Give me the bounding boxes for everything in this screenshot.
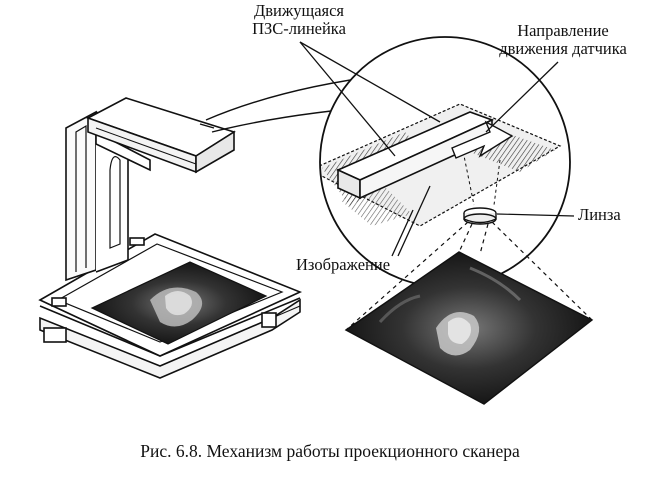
lens-leader-line — [496, 213, 575, 217]
lens-label: Линза — [578, 205, 621, 224]
label-leader-lines — [299, 41, 559, 257]
ccd-sensor-label-line2: ПЗС-линейка — [252, 19, 346, 38]
ccd-sensor-label: Движущаяся ПЗС-линейка — [214, 2, 384, 38]
direction-label-line2: движения датчика — [499, 39, 627, 58]
direction-label: Направление движения датчика — [478, 22, 648, 58]
projection-lines — [345, 221, 593, 331]
figure-caption: Рис. 6.8. Механизм работы проекционного … — [140, 441, 520, 461]
direction-arrow — [451, 120, 514, 159]
image-label: Изображение — [296, 255, 391, 274]
direction-label-line1: Направление — [517, 21, 609, 40]
scanner-arm — [65, 110, 151, 282]
scanner-head — [86, 97, 236, 174]
lens — [463, 207, 497, 225]
ccd-sensor-label-line1: Движущаяся — [253, 1, 345, 20]
projected-image — [344, 251, 594, 405]
platen-photo — [90, 261, 268, 345]
